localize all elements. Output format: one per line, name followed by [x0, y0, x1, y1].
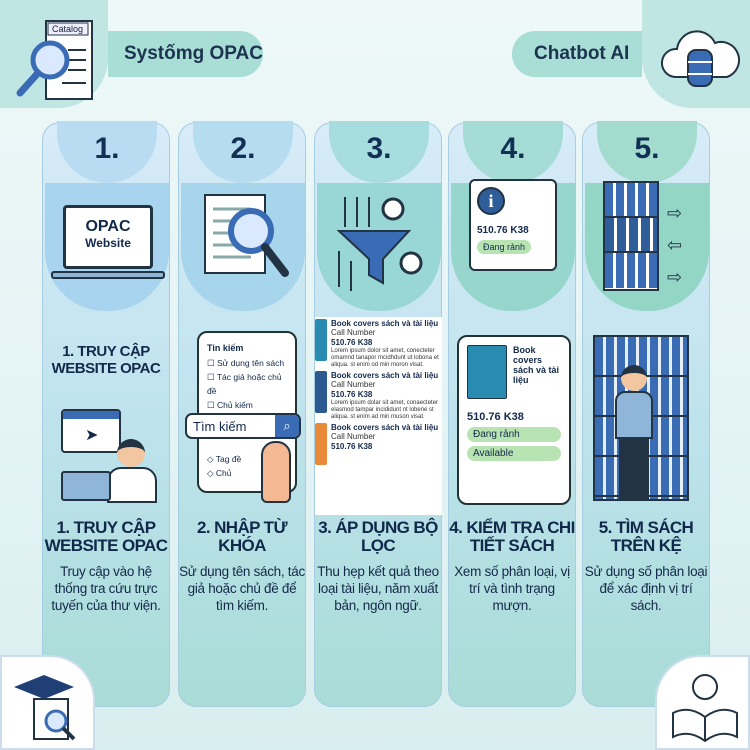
step-description: Thu hẹp kết quả theo loại tài liệu, năm … — [317, 564, 439, 613]
person-at-bookshelf-illustration — [593, 335, 689, 501]
chatbot-ai-label[interactable]: Chatbot AI — [512, 31, 642, 77]
cloud-database-icon — [660, 30, 740, 87]
step-title: 2. NHẬP TỪ KHÓA — [197, 518, 288, 555]
call-number: 510.76 K38 — [467, 411, 524, 423]
search-document-icon — [181, 183, 305, 311]
step-title: 1. TRUY CẬP WEBSITE OPAC — [44, 518, 168, 555]
search-input[interactable]: Tìm kiếm ⌕ — [185, 413, 301, 439]
catalog-search-icon: Catalog — [16, 20, 93, 100]
checkbox-option[interactable]: ☐ Sử dụng tên sách — [207, 358, 285, 368]
book-detail-card: Book covers sách và tài liệu 510.76 K38 … — [457, 335, 571, 505]
graduation-cap-document-icon — [0, 655, 95, 750]
illustration-caption: 1. TRUY CẬP WEBSITE OPAC — [51, 343, 161, 377]
step-description: Sử dụng tên sách, tác giả hoặc chủ đề để… — [179, 564, 305, 613]
svg-text:Catalog: Catalog — [52, 24, 83, 34]
checkbox-option[interactable]: ☐ Chủ kiếm — [207, 400, 253, 410]
step-number: 1. — [57, 121, 157, 183]
step-4-column: 4. i 510.76 K38 Đang rảnh Book covers sá… — [448, 121, 576, 707]
step-5-column: 5. ⇨⇦⇨ 5. TÌM SÁCH TRÊN KỆ Sử dụng số ph… — [582, 121, 710, 707]
step-title: 3. ÁP DỤNG BỘ LỌC — [318, 518, 438, 555]
lightbulb-book-icon — [655, 655, 750, 750]
screen-title: OPAC — [85, 218, 131, 235]
user-laptop-illustration: ➤ — [57, 403, 157, 503]
step-title: 5. TÌM SÁCH TRÊN KỆ — [598, 518, 694, 555]
step-description: Xem số phân loại, vị trí và tình trạng m… — [454, 564, 570, 613]
screen-subtitle: Website — [85, 236, 131, 250]
opac-system-label[interactable]: Systốmg OPAC — [108, 31, 263, 77]
step-2-column: 2. Tin kiếm ☐ Sử dụng tên sách ☐ Tác giả… — [178, 121, 306, 707]
step-number: 5. — [597, 121, 697, 183]
catalog-corner: Catalog — [0, 0, 108, 108]
filter-funnel-gears-icon — [317, 183, 441, 311]
status-badge: Đang rảnh — [477, 240, 532, 254]
step-description: Sử dụng số phân loại để xác định vị trí … — [584, 564, 708, 613]
checkbox-option[interactable]: ☐ Tác giả hoặc chủ đề — [207, 372, 282, 396]
info-icon: i — [477, 187, 505, 215]
step-number: 2. — [193, 121, 293, 183]
tag-item[interactable]: ◇ Tag đề — [207, 454, 242, 464]
bookshelf-arrows-icon: ⇨⇦⇨ — [585, 181, 709, 311]
step-title: 4. KIỂM TRA CHI TIẾT SÁCH — [449, 518, 575, 555]
info-card: i 510.76 K38 Đang rảnh — [469, 179, 557, 271]
tag-item[interactable]: ◇ Chủ — [207, 468, 232, 478]
cursor-icon: ➤ — [85, 427, 99, 444]
info-card-area: i 510.76 K38 Đang rảnh — [451, 179, 575, 311]
chatbot-corner — [642, 0, 750, 108]
step-number: 3. — [329, 121, 429, 183]
pointing-hand-illustration — [261, 441, 291, 503]
book-cover-icon — [467, 345, 507, 399]
search-icon[interactable]: ⌕ — [275, 415, 299, 437]
panel-heading: Tin kiếm — [207, 343, 244, 353]
call-number: 510.76 K38 — [477, 225, 529, 236]
step-1-column: 1. OPAC Website 1. TRUY CẬP WEBSITE OPAC… — [42, 121, 170, 707]
step-number: 4. — [463, 121, 563, 183]
step-description: Truy cập vào hệ thống tra cứu trực tuyến… — [51, 564, 161, 613]
book-title: Book covers sách và tài liệu — [513, 345, 560, 385]
status-badge: Đang rảnh — [467, 427, 561, 442]
availability-badge: Available — [467, 446, 561, 461]
laptop-icon: OPAC Website — [45, 183, 169, 311]
